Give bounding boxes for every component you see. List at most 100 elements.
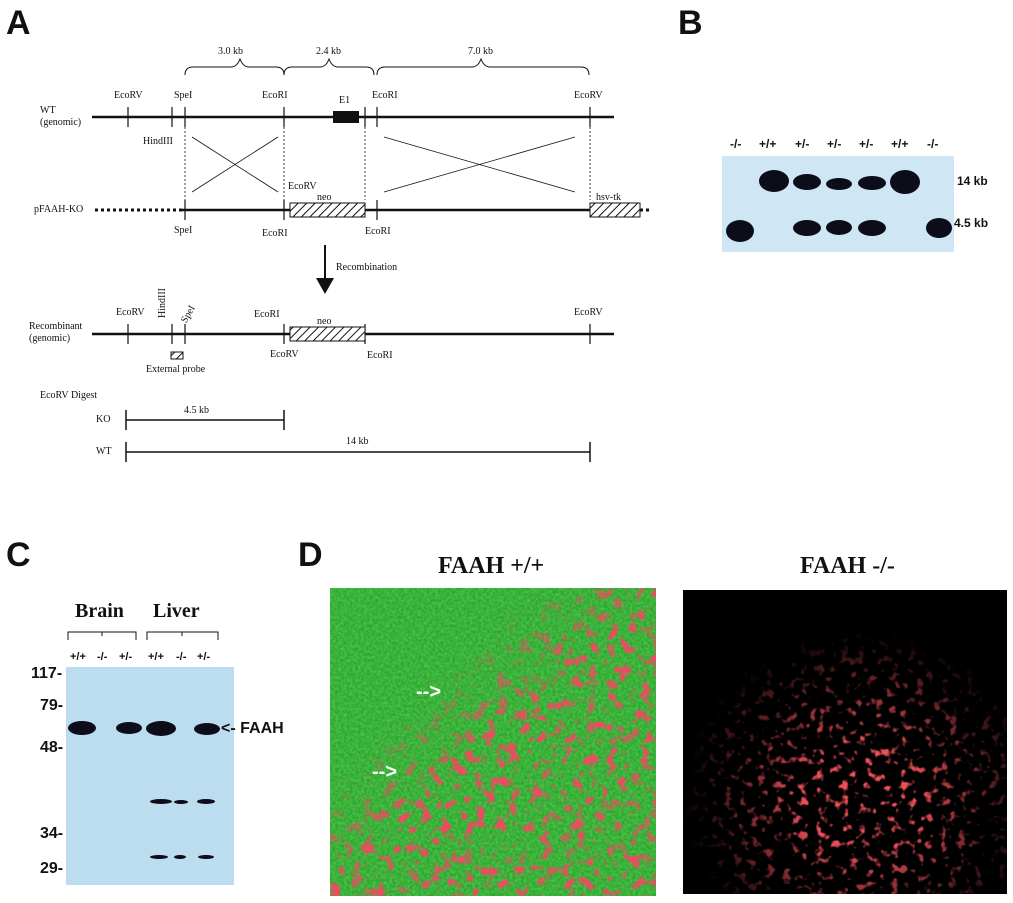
digest-ko-size: 4.5 kb [184,405,209,416]
panel-b-letter: B [678,4,703,42]
panel-c-letter: C [6,536,31,574]
b-band-l5-high [858,176,886,190]
c-marker-34: 34- [40,825,64,842]
rec-sub-label: (genomic) [29,333,71,344]
b-band-l4-high [826,178,852,190]
brace-2_4kb [283,57,375,76]
brace-3kb [184,57,285,76]
c-lane-3: +/- [119,651,133,663]
c-band-liver-low-2 [174,855,186,859]
digest-lines [125,410,591,462]
exon-e1 [333,111,359,123]
segment-2_4kb-label: 2.4 kb [316,46,341,57]
c-band-liver-low-1 [150,855,168,859]
panel-d-letter: D [298,536,323,574]
external-probe-box [170,351,184,360]
c-lane-6: +/- [197,651,211,663]
panel-a-map [92,57,652,462]
c-band-liver-wt [146,721,176,736]
brace-7kb [376,57,590,76]
digest-wt-label: WT [96,446,112,457]
segment-7kb-label: 7.0 kb [468,46,493,57]
c-marker-117: 117- [31,665,63,682]
d-ko-micrograph [683,590,1007,894]
c-liver-label: Liver [153,600,200,622]
c-brain-label: Brain [75,600,124,622]
c-marker-79: 79- [40,697,64,714]
b-band-l6-high [890,170,920,194]
b-lane-7: -/- [927,137,939,151]
neo-cassette-rec [289,326,366,342]
c-band-liver-mid-2 [174,800,188,804]
c-band-brain-het [116,722,142,734]
wt-site-hindiii: HindIII [143,136,173,147]
recombination-arrow-head [316,278,334,294]
wt-site-ecorv-1: EcoRV [114,90,143,101]
wt-site-spei: SpeI [174,90,193,101]
d-right-title: FAAH -/- [800,553,895,579]
panel-a-letter: A [6,4,31,42]
neo-cassette-ko [289,202,366,218]
ko-hsvtk-label: hsv-tk [596,192,621,203]
b-lane-1: -/- [730,137,742,151]
wt-site-e1: E1 [339,95,351,106]
rec-site-ecori-2: EcoRI [367,350,393,361]
dotted-guides [184,127,591,200]
recombination-label: Recombination [336,262,398,273]
c-lane-2: -/- [97,651,108,663]
wt-site-ecorv-2: EcoRV [574,90,603,101]
ko-label: pFAAH-KO [34,204,84,215]
wt-label: WT [40,105,56,116]
c-band-liver-mid-3 [197,799,215,804]
western-blot [66,667,234,885]
b-size-14kb: 14 kb [957,174,988,188]
wt-site-ecori-1: EcoRI [262,90,288,101]
b-lane-5: +/- [859,137,874,151]
ko-site-ecori-2: EcoRI [365,226,391,237]
d-arrow-1: --> [416,681,441,703]
b-lane-2: +/+ [759,137,777,151]
external-probe-label: External probe [146,364,206,375]
d-wt-micrograph [330,588,656,896]
ko-site-ecori-1: EcoRI [262,228,288,239]
rec-ticks [127,324,591,344]
wt-sub-label: (genomic) [40,117,82,128]
c-marker-48: 48- [40,739,64,756]
b-band-l5-low [858,220,886,236]
ko-ticks [184,200,378,220]
hsvtk-cassette [589,202,641,218]
rec-neo-label: neo [317,316,332,327]
wt-site-ecori-2: EcoRI [372,90,398,101]
rec-label: Recombinant [29,321,83,332]
b-band-l3-high [793,174,821,190]
digest-ko-label: KO [96,414,111,425]
d-arrow-2: --> [372,761,397,783]
digest-wt-size: 14 kb [346,436,369,447]
c-band-liver-mid-1 [150,799,172,804]
b-size-4_5kb: 4.5 kb [954,216,989,230]
c-marker-29: 29- [40,860,64,877]
rec-site-ecorv-3: EcoRV [270,349,299,360]
c-band-liver-het [194,723,220,735]
d-left-title: FAAH +/+ [438,553,545,579]
b-band-l1-low [726,220,754,242]
c-group-brackets [67,631,219,640]
c-lane-5: -/- [176,651,187,663]
rec-site-hindiii: HindIII [157,288,168,318]
digest-label: EcoRV Digest [40,390,98,401]
b-band-l2-high [759,170,789,192]
segment-3kb-label: 3.0 kb [218,46,243,57]
southern-blot [722,156,954,252]
c-faah-label: <- FAAH [221,720,284,737]
rec-site-ecorv-2: EcoRV [574,307,603,318]
ko-site-spei: SpeI [174,225,193,236]
b-band-l3-low [793,220,821,236]
b-band-l7-low [926,218,952,238]
b-lane-6: +/+ [891,137,909,151]
rec-site-ecori-1: EcoRI [254,309,280,320]
rec-site-ecorv-1: EcoRV [116,307,145,318]
c-band-liver-low-3 [198,855,214,859]
recombination-crosses [191,136,576,193]
wt-ticks [127,107,591,127]
ko-neo-label: neo [317,192,332,203]
